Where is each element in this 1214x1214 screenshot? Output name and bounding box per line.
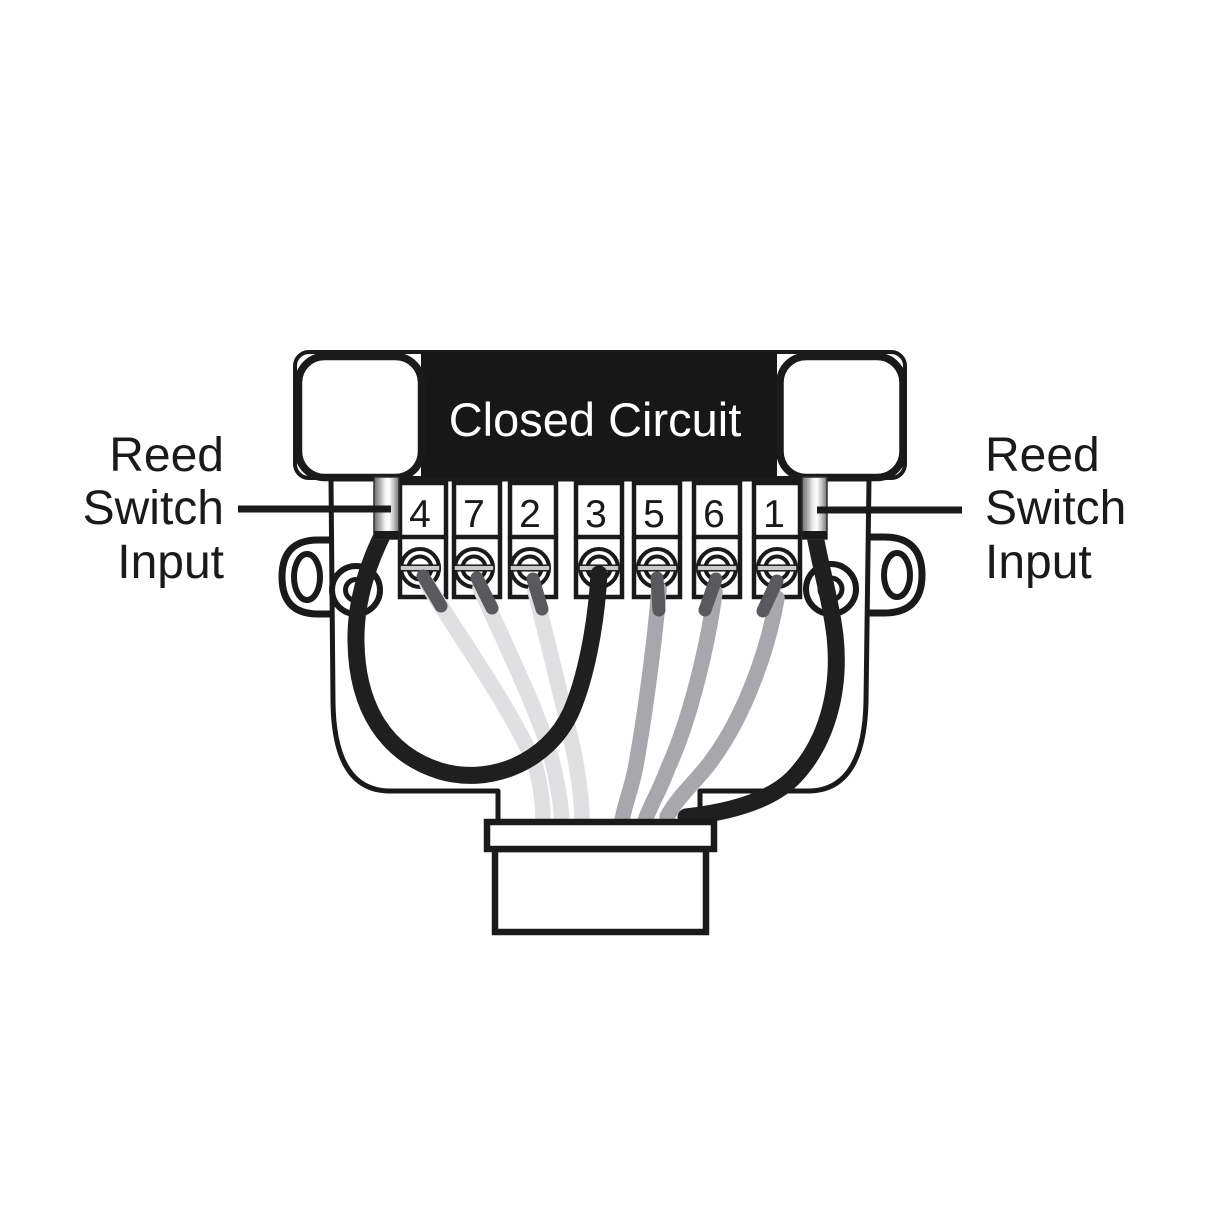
cable-gland-flange	[483, 818, 718, 853]
wire-terminal-6	[637, 584, 723, 829]
terminal-block-2: 2	[507, 480, 559, 600]
terminal-number: 4	[409, 493, 431, 536]
terminal-number: 1	[763, 493, 785, 536]
label-line: Input	[117, 536, 224, 589]
reed-switch-wires	[347, 519, 845, 826]
terminal-number: 2	[519, 493, 541, 536]
terminal-screws	[399, 547, 798, 589]
terminal-number: 5	[643, 493, 665, 536]
reed-wire-left-to-terminal-3	[347, 519, 608, 784]
terminal-number: 3	[585, 493, 607, 536]
wire-terminal-5	[614, 581, 667, 829]
left-wing	[294, 352, 426, 482]
right-wing	[776, 352, 907, 482]
screw-icon	[696, 547, 738, 589]
cable-gland	[483, 818, 718, 936]
ferrule-terminal-2	[526, 572, 549, 616]
right-mounting-ear	[869, 533, 926, 617]
label-line: Switch	[83, 482, 224, 535]
reed-switch-pin-left-cap	[374, 531, 399, 539]
label-line: Switch	[985, 482, 1126, 535]
ferrule-terminal-1	[756, 574, 784, 618]
wire-terminal-2	[527, 583, 590, 829]
right-ear-slot-icon	[881, 550, 913, 600]
left-mounting-ear	[278, 536, 333, 618]
reed-switch-pin-right-cap	[802, 531, 827, 539]
ferrule-terminal-7	[470, 571, 499, 615]
label-line: Reed	[985, 429, 1100, 482]
terminal-number: 7	[463, 493, 485, 536]
reed-switch-label-left: Reed Switch Input	[83, 429, 224, 589]
reed-wire-right-to-cable	[677, 521, 845, 826]
terminal-number: 6	[703, 493, 725, 536]
cable-gland-body	[491, 845, 710, 936]
plug-top-housing: Closed Circuit	[293, 350, 907, 482]
reed-switch-label-right: Reed Switch Input	[985, 429, 1126, 589]
label-line: Input	[985, 536, 1092, 589]
left-ear-slot-icon	[291, 551, 323, 603]
ferrule-terminal-5	[650, 571, 666, 617]
terminal-strip: 4 7 2 3 5 6	[397, 480, 803, 600]
wire-terminal-1	[659, 590, 785, 825]
label-line: Reed	[109, 429, 224, 482]
band-title: Closed Circuit	[449, 393, 742, 446]
ferrule-terminal-6	[698, 572, 723, 617]
closed-circuit-band	[421, 352, 777, 478]
wire-terminal-4	[419, 576, 551, 829]
ferrule-terminal-4	[416, 569, 448, 613]
